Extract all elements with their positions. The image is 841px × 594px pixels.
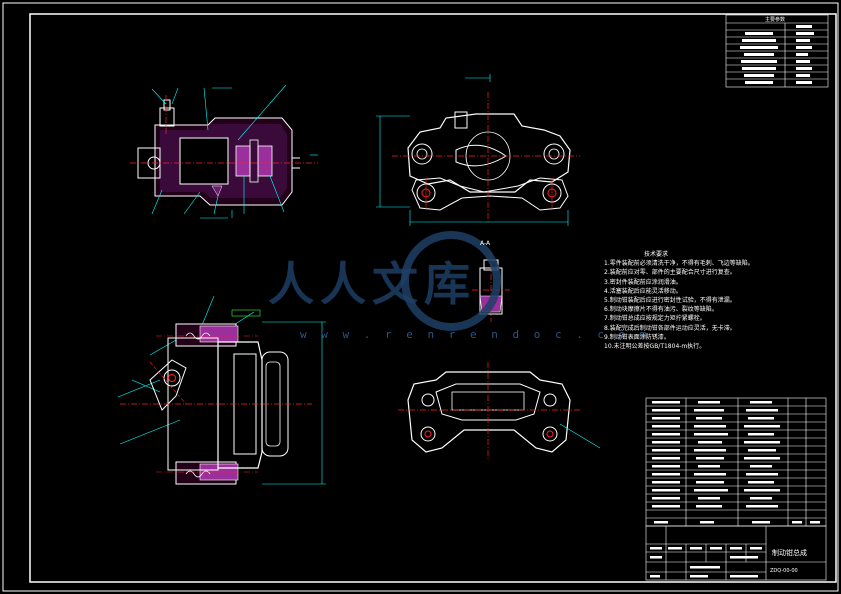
note-line: 7.制动钳总成应按规定力矩拧紧螺栓。: [604, 315, 706, 323]
title-block: [645, 525, 827, 581]
front-view-top-right: [376, 74, 580, 226]
parts-list: [645, 397, 827, 527]
section-label: A-A: [480, 240, 491, 247]
note-line: 9.制动钳表面涂防锈漆。: [604, 333, 670, 341]
note-line: 3.密封件装配前应涂润滑油。: [604, 278, 682, 286]
parts-list-text: [652, 401, 820, 524]
section-view-top-left: [130, 95, 318, 206]
note-line: 2.装配前应对零、部件的主要配合尺寸进行复查。: [604, 269, 736, 277]
top-view-bottom-right: [398, 362, 601, 460]
technical-requirements: 技术要求 1.零件装配前必须清洗干净，不得有毛刺、飞边等缺陷。 2.装配前应对零…: [604, 250, 834, 351]
note-line: 10.未注明公差按GB/T1804-m执行。: [604, 343, 706, 351]
drawing-code: ZDQ-00-00: [770, 568, 798, 574]
note-line: 4.活塞装配后应能灵活移动。: [604, 287, 682, 295]
note-line: 5.制动钳装配后应进行密封性试验，不得有泄漏。: [604, 297, 736, 305]
section-view-a-a: [472, 252, 510, 322]
note-line: 1.零件装配前必须清洗干净，不得有毛刺、飞边等缺陷。: [604, 260, 754, 268]
note-line: 6.制动块摩擦片不得有油污、裂纹等缺陷。: [604, 306, 718, 314]
parameter-table: [725, 14, 829, 88]
side-view-bottom-left: [117, 295, 326, 485]
parameter-table-title: 主要参数: [765, 17, 786, 23]
parameter-table-text: [740, 25, 814, 84]
technical-requirements-title: 技术要求: [644, 251, 669, 258]
leaders-view-1: [151, 84, 318, 219]
drawing-frame: [29, 13, 837, 583]
title-block-text: [650, 547, 762, 578]
note-line: 8.装配完成后制动钳各部件运动应灵活，无卡滞。: [604, 324, 736, 332]
drawing-title: 制动钳总成: [772, 549, 807, 557]
